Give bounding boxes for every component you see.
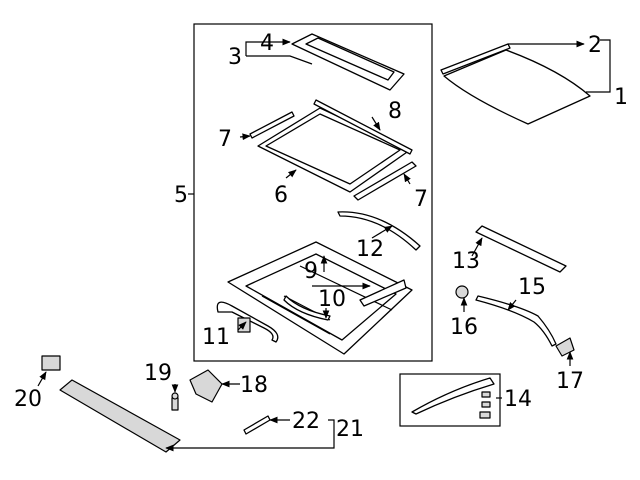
glass-panel-part bbox=[440, 43, 591, 125]
callout-19: 19 bbox=[144, 361, 172, 386]
callout-1: 1 bbox=[614, 85, 628, 110]
callout-9: 9 bbox=[304, 259, 318, 284]
callout-4: 4 bbox=[260, 31, 274, 56]
deflector-group-box bbox=[399, 373, 501, 427]
pin-part bbox=[243, 415, 271, 435]
deflector-part bbox=[411, 377, 495, 419]
leader-lines bbox=[37, 38, 611, 452]
callout-3: 3 bbox=[228, 45, 242, 70]
callout-13: 13 bbox=[452, 249, 480, 274]
rear-seal-part bbox=[291, 33, 405, 91]
connector-part bbox=[41, 355, 61, 371]
callout-22: 22 bbox=[292, 409, 320, 434]
callout-8: 8 bbox=[388, 99, 402, 124]
side-guide-part bbox=[249, 99, 417, 201]
callout-12: 12 bbox=[356, 237, 384, 262]
callout-16: 16 bbox=[450, 315, 478, 340]
drain-hose-part bbox=[475, 295, 557, 347]
rail-part bbox=[337, 211, 421, 251]
sunroof-housing-part bbox=[227, 241, 413, 355]
callout-21: 21 bbox=[336, 417, 364, 442]
trim-panel-part bbox=[59, 379, 181, 453]
screw-part bbox=[171, 392, 179, 411]
switch-part bbox=[189, 369, 223, 403]
callout-18: 18 bbox=[240, 373, 268, 398]
callout-2: 2 bbox=[588, 33, 602, 58]
callout-10: 10 bbox=[318, 287, 346, 312]
assembly-group-box bbox=[193, 23, 433, 362]
callout-7b: 7 bbox=[414, 187, 428, 212]
callout-15: 15 bbox=[518, 275, 546, 300]
rear-bar-part bbox=[475, 225, 567, 273]
callout-7a: 7 bbox=[218, 127, 232, 152]
callout-5: 5 bbox=[174, 183, 188, 208]
callout-17: 17 bbox=[556, 369, 584, 394]
callout-14: 14 bbox=[504, 387, 532, 412]
bracket-part bbox=[555, 337, 575, 357]
clip-part bbox=[455, 285, 469, 299]
callout-11: 11 bbox=[202, 325, 230, 350]
callout-20: 20 bbox=[14, 387, 42, 412]
callout-6: 6 bbox=[274, 183, 288, 208]
